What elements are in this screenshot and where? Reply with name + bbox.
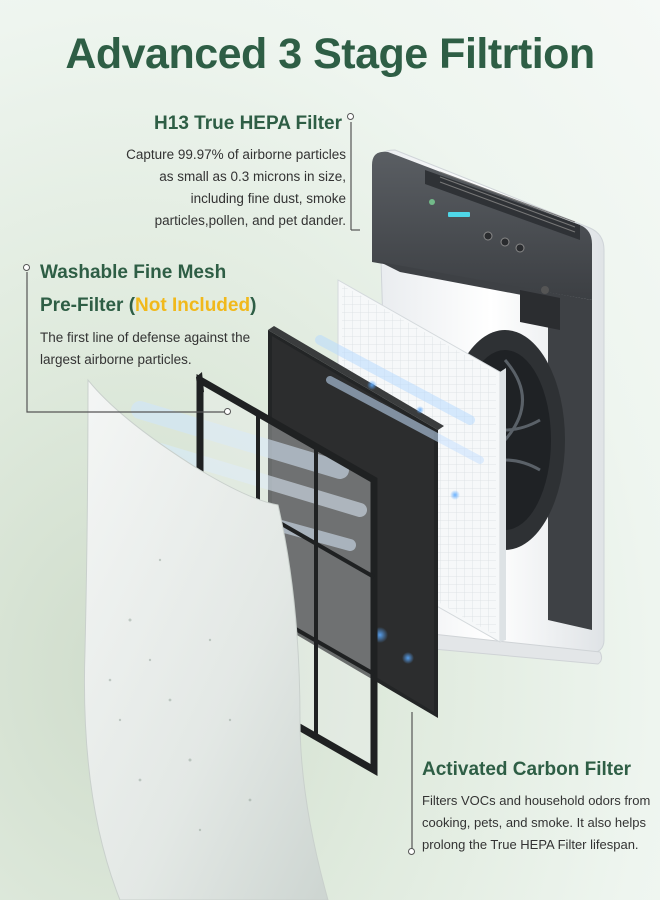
mesh-heading-line-1: Washable Fine Mesh bbox=[40, 262, 227, 283]
mesh-heading-prefix: Pre-Filter ( bbox=[40, 295, 136, 316]
carbon-line-1: Filters VOCs and household odors from bbox=[422, 793, 651, 808]
carbon-line-3: prolong the True HEPA Filter lifespan. bbox=[422, 837, 639, 852]
mesh-heading-line-2: Pre-Filter (Not Included) bbox=[40, 295, 256, 317]
hepa-line-2: as small as 0.3 microns in size, bbox=[159, 169, 346, 184]
carbon-filter-panel bbox=[268, 326, 444, 718]
carbon-heading: Activated Carbon Filter bbox=[422, 759, 632, 780]
callout-lines bbox=[26, 122, 413, 850]
mesh-target-dot bbox=[224, 408, 231, 415]
not-included-highlight: Not Included bbox=[135, 295, 251, 316]
hepa-heading: H13 True HEPA Filter bbox=[154, 113, 342, 134]
carbon-line-2: cooking, pets, and smoke. It also helps bbox=[422, 815, 647, 830]
page-title: Advanced 3 Stage Filtrtion bbox=[65, 30, 595, 78]
hepa-line-1: Capture 99.97% of airborne particles bbox=[126, 147, 346, 162]
hepa-line-3: including fine dust, smoke bbox=[190, 191, 346, 206]
mesh-line-2: largest airborne particles. bbox=[40, 352, 192, 367]
hepa-line-4: particles,pollen, and pet dander. bbox=[154, 213, 346, 228]
carbon-callout-dot bbox=[408, 848, 415, 855]
hepa-callout-dot bbox=[347, 113, 354, 120]
front-cover-panel bbox=[83, 378, 329, 900]
mesh-callout-dot bbox=[23, 264, 30, 271]
mesh-heading-suffix: ) bbox=[250, 295, 257, 316]
mesh-line-1: The first line of defense against the bbox=[40, 330, 251, 345]
